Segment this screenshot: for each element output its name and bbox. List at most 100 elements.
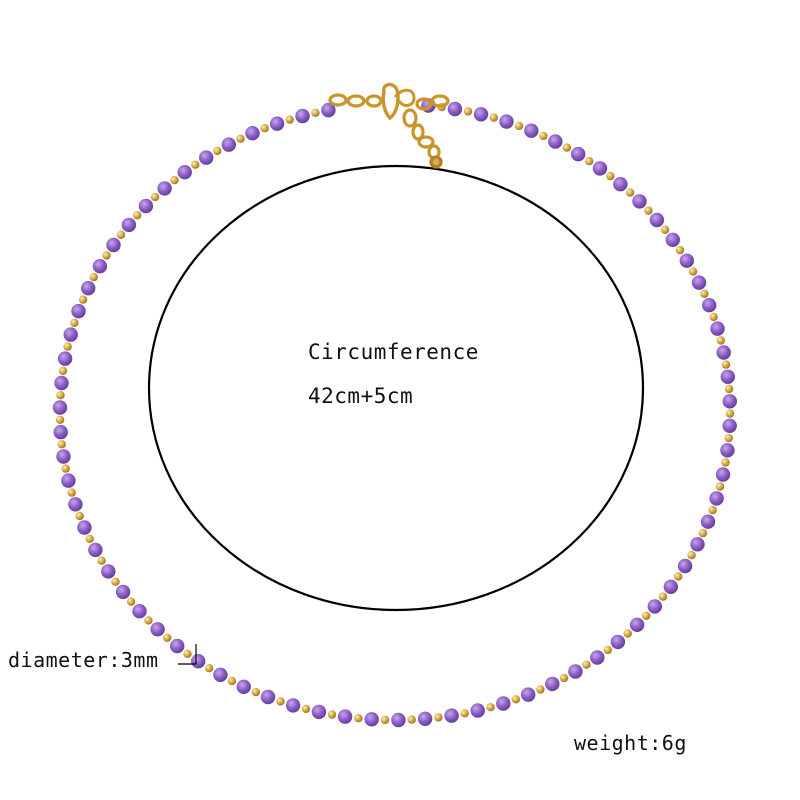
circumference-title: Circumference (308, 340, 479, 364)
amethyst-bead (295, 108, 310, 124)
gold-spacer-bead (623, 629, 632, 638)
amethyst-bead (709, 491, 724, 506)
amethyst-bead (337, 709, 353, 724)
gold-spacer-bead (285, 115, 294, 124)
amethyst-bead (524, 123, 539, 138)
gold-spacer-bead (380, 715, 390, 725)
amethyst-bead (629, 617, 645, 632)
gold-spacer-bead (625, 188, 635, 197)
gold-spacer-bead (606, 171, 615, 181)
amethyst-bead (722, 394, 737, 409)
amethyst-bead (53, 424, 68, 440)
amethyst-bead (92, 259, 108, 274)
gold-spacer-bead (55, 415, 65, 424)
amethyst-bead (101, 564, 116, 579)
circumference-outline (147, 164, 645, 612)
amethyst-bead (679, 253, 694, 268)
gold-spacer-bead (163, 633, 172, 642)
amethyst-bead (571, 146, 586, 162)
chain-link (430, 94, 450, 108)
amethyst-bead (150, 622, 165, 637)
gold-spacer-bead (687, 551, 696, 560)
amethyst-bead (115, 584, 131, 600)
gold-spacer-bead (486, 703, 495, 712)
gold-spacer-bead (700, 289, 709, 298)
amethyst-bead (700, 514, 716, 529)
gold-spacer-bead (150, 192, 160, 202)
gold-spacer-bead (688, 267, 698, 276)
gold-spacer-bead (603, 645, 612, 655)
chain-link (417, 135, 435, 149)
diameter-leader (178, 644, 197, 665)
amethyst-bead (710, 321, 725, 336)
amethyst-bead (311, 704, 327, 720)
chain-end-bead (429, 155, 443, 169)
chain-link (411, 123, 425, 141)
gold-spacer-bead (67, 488, 76, 497)
amethyst-bead (61, 473, 76, 488)
weight-label: weight:6g (574, 731, 687, 755)
chain-link (346, 94, 366, 108)
amethyst-bead (548, 134, 563, 149)
gold-spacer-bead (562, 143, 572, 152)
gold-spacer-bead (725, 409, 735, 418)
gold-spacer-bead (642, 611, 651, 620)
gold-spacer-bead (236, 134, 245, 143)
amethyst-bead (321, 102, 336, 118)
amethyst-bead (499, 114, 514, 129)
amethyst-bead (68, 497, 83, 512)
gold-spacer-bead (57, 440, 66, 449)
gold-spacer-bead (276, 697, 285, 706)
amethyst-bead (496, 696, 511, 711)
amethyst-bead (285, 698, 301, 713)
amethyst-bead (716, 345, 731, 360)
gold-spacer-bead (708, 505, 717, 515)
gold-spacer-bead (111, 577, 120, 586)
gold-spacer-bead (75, 511, 84, 521)
lobster-clasp (381, 82, 400, 121)
gold-spacer-bead (716, 336, 725, 345)
amethyst-bead (690, 537, 705, 552)
gold-spacer-bead (511, 695, 521, 704)
amethyst-bead (56, 449, 71, 464)
gold-spacer-bead (126, 597, 136, 606)
amethyst-bead (364, 712, 379, 727)
gold-spacer-bead (724, 384, 734, 394)
amethyst-bead (121, 217, 137, 233)
gold-spacer-bead (260, 124, 269, 133)
clasp-chain (328, 82, 450, 169)
amethyst-bead (590, 650, 605, 665)
amethyst-bead (260, 689, 276, 705)
amethyst-bead (245, 126, 260, 141)
gold-spacer-bead (58, 366, 68, 375)
amethyst-bead (632, 194, 647, 209)
gold-spacer-bead (204, 664, 214, 673)
amethyst-bead (720, 369, 735, 384)
gold-spacer-bead (78, 295, 88, 304)
gold-spacer-bead (675, 245, 685, 255)
amethyst-bead (715, 467, 731, 482)
circumference-value: 42cm+5cm (308, 384, 414, 408)
gold-spacer-bead (301, 704, 311, 714)
gold-spacer-bead (89, 272, 99, 282)
gold-spacer-bead (715, 482, 725, 491)
amethyst-bead (157, 181, 172, 196)
amethyst-bead (610, 634, 626, 650)
gold-spacer-bead (460, 709, 469, 718)
amethyst-bead (177, 165, 192, 180)
amethyst-bead (71, 303, 86, 319)
gold-spacer-bead (97, 556, 106, 565)
gold-spacer-bead (251, 687, 260, 697)
amethyst-bead (213, 667, 228, 682)
gold-spacer-bead (514, 121, 524, 131)
amethyst-bead (417, 711, 433, 726)
chain-link (415, 97, 433, 111)
gold-spacer-bead (183, 649, 192, 658)
gold-spacer-bead (327, 710, 337, 719)
chain-link (365, 94, 383, 108)
gold-spacer-bead (213, 146, 222, 156)
amethyst-bead (199, 150, 214, 165)
amethyst-bead (470, 703, 485, 718)
gold-spacer-bead (170, 175, 179, 185)
bead-strand (52, 98, 737, 728)
